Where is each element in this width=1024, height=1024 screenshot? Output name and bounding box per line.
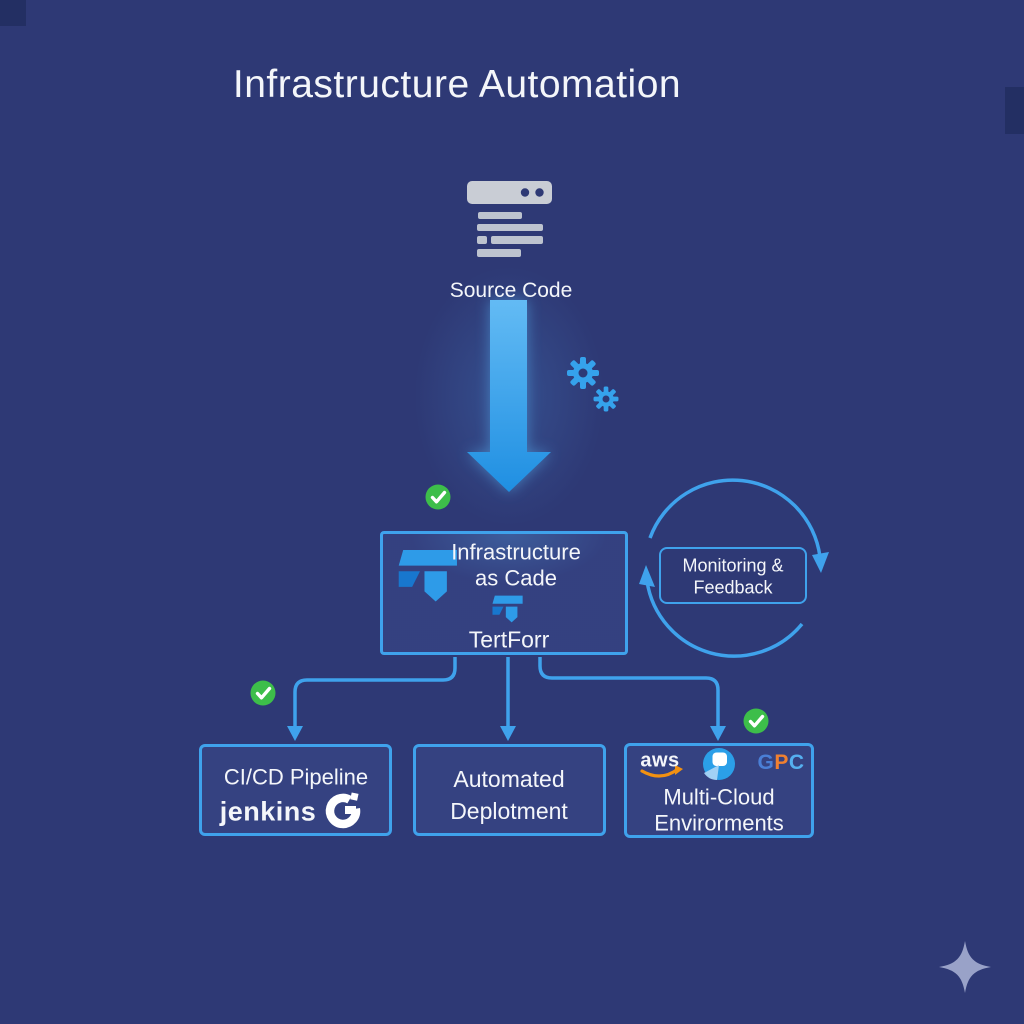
- deploy-line2: Deplotment: [450, 797, 568, 824]
- jenkins-logo-text: jenkins: [219, 796, 317, 827]
- edge-accent: [1005, 87, 1024, 134]
- iac-line2: as Cade: [475, 565, 557, 591]
- flow-arrow-icon: [467, 300, 551, 492]
- iac-line1: Infrastructure: [451, 539, 581, 565]
- aws-logo-text: aws: [640, 749, 680, 772]
- check-icon: [423, 482, 453, 512]
- gpc-letter-p: P: [774, 751, 789, 774]
- sparkle-icon: [939, 941, 991, 993]
- connector-right: [538, 657, 726, 741]
- iac-brand-label: TertForr: [468, 626, 550, 653]
- connector-middle: [500, 657, 516, 741]
- check-icon: [741, 706, 771, 736]
- check-icon: [248, 678, 278, 708]
- page-title: Infrastructure Automation: [232, 63, 682, 106]
- deploy-box: [413, 744, 606, 836]
- cloud-line1: Multi-Cloud: [663, 784, 775, 810]
- cicd-title: CI/CD Pipeline: [223, 764, 369, 790]
- deploy-line1: Automated: [453, 765, 565, 792]
- arrow-glow: [414, 266, 604, 526]
- gpc-letter-c: C: [788, 751, 805, 774]
- gpc-letter-g: G: [757, 751, 775, 774]
- gpc-logo-text: GPC: [757, 751, 804, 775]
- source-code-icon: [467, 181, 552, 257]
- source-code-label: Source Code: [449, 279, 573, 302]
- connector-left: [287, 657, 457, 741]
- cloud-line2: Envirorments: [654, 810, 784, 836]
- cloud-box: [624, 743, 814, 838]
- gears-icon: [567, 357, 619, 412]
- monitoring-line1: Monitoring &: [682, 555, 784, 576]
- corner-accent: [0, 0, 26, 26]
- monitoring-line2: Feedback: [693, 577, 773, 598]
